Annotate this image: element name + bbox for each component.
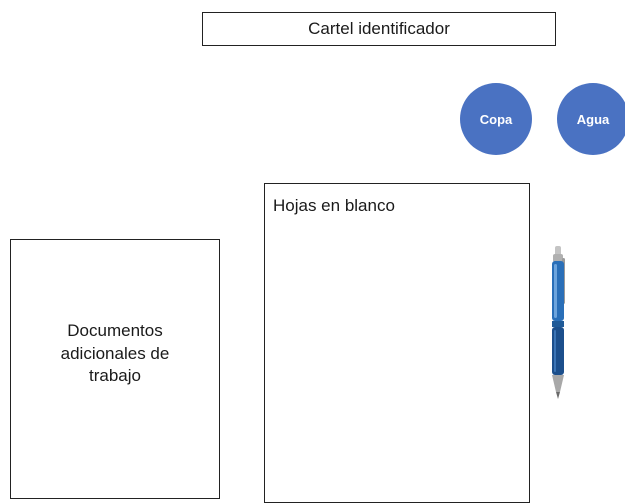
additional-documents-box: Documentos adicionales de trabajo: [10, 239, 220, 499]
pen-icon: [552, 246, 565, 399]
identification-sign-label: Cartel identificador: [308, 19, 450, 38]
blank-sheets-box: Hojas en blanco: [264, 183, 530, 503]
cup-circle: Copa: [460, 83, 532, 155]
water-label: Agua: [576, 111, 610, 127]
additional-documents-label: Documentos adicionales de trabajo: [60, 320, 170, 386]
water-circle: Agua: [557, 83, 625, 155]
cup-label: Copa: [479, 111, 513, 127]
identification-sign: Cartel identificador: [202, 12, 556, 46]
blank-sheets-label: Hojas en blanco: [273, 196, 395, 215]
